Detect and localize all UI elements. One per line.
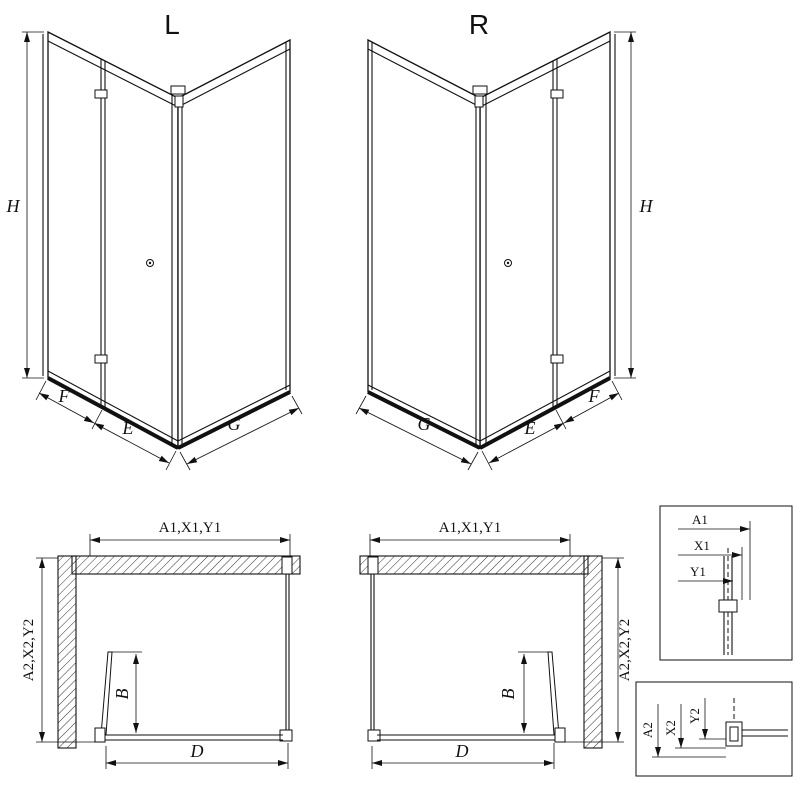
plan-right-top-wall xyxy=(359,555,589,575)
plan-left-top-wall xyxy=(71,555,301,575)
r-view-dimension-lines xyxy=(355,31,636,471)
r-fixed-panel xyxy=(367,38,481,450)
l-corner-bracket xyxy=(170,85,186,95)
detail-a1-label: A1 xyxy=(692,512,708,527)
plan-left-dimension-lines xyxy=(36,534,291,769)
l-view-title: L xyxy=(164,9,180,40)
r-dim-g-label: G xyxy=(418,414,431,434)
l-view: L H F E G xyxy=(6,9,303,471)
l-fixed-panel xyxy=(177,38,291,450)
l-dim-h-label: H xyxy=(6,196,21,216)
plan-right-structure xyxy=(359,555,603,749)
detail-y2-label: Y2 xyxy=(687,708,702,724)
detail-x1-label: X1 xyxy=(694,538,710,553)
plan-right: A1,X1,Y1 A2,X2,Y2 B D xyxy=(359,520,633,769)
plan-right-side-dim-label: A2,X2,Y2 xyxy=(617,619,633,682)
r-hinge-bottom xyxy=(550,354,564,364)
detail-top-dimension-lines xyxy=(678,521,751,600)
plan-left-b-label: B xyxy=(112,689,132,700)
detail-a2-label: A2 xyxy=(640,722,655,738)
plan-left-side-dim-label: A2,X2,Y2 xyxy=(21,619,37,682)
detail-x2-label: X2 xyxy=(663,720,678,736)
plan-left: A1,X1,Y1 A2,X2,Y2 B D xyxy=(21,520,301,769)
plan-left-d-label: D xyxy=(190,741,204,761)
l-dim-f-label: F xyxy=(58,386,71,406)
plan-right-side-wall xyxy=(583,555,603,749)
r-view-structure xyxy=(367,30,616,450)
l-hinge-bottom xyxy=(94,354,108,364)
r-dim-h-label: H xyxy=(639,196,654,216)
l-dim-e-label: E xyxy=(122,418,134,438)
plan-right-folded-door xyxy=(547,651,560,736)
detail-y1-label: Y1 xyxy=(690,564,706,579)
plan-right-d-label: D xyxy=(455,741,469,761)
detail-top-profile: A1 X1 Y1 xyxy=(659,505,793,661)
r-dim-e-label: E xyxy=(524,418,536,438)
l-view-structure xyxy=(42,30,291,450)
plan-right-top-dim-label: A1,X1,Y1 xyxy=(439,520,502,536)
plan-left-side-wall xyxy=(57,555,77,749)
detail-bottom-profile: A2 X2 Y2 xyxy=(635,681,793,777)
detail-bottom-dimension-lines xyxy=(652,698,726,758)
detail-bottom-frame xyxy=(635,681,793,777)
l-dim-g-label: G xyxy=(228,414,241,434)
r-hinge-top xyxy=(550,89,564,99)
plan-left-structure xyxy=(57,555,301,749)
l-hinge-top xyxy=(94,89,108,99)
plan-right-dimension-lines xyxy=(369,534,624,769)
plan-right-b-label: B xyxy=(498,689,518,700)
detail-top-frame xyxy=(659,505,793,661)
r-corner-bracket xyxy=(472,85,488,95)
r-dim-f-label: F xyxy=(588,386,601,406)
r-view-title: R xyxy=(469,9,489,40)
plan-left-top-dim-label: A1,X1,Y1 xyxy=(159,520,222,536)
l-view-dimension-lines xyxy=(22,31,303,471)
plan-left-folded-door xyxy=(100,651,113,736)
r-view: R H F E G xyxy=(355,9,654,471)
